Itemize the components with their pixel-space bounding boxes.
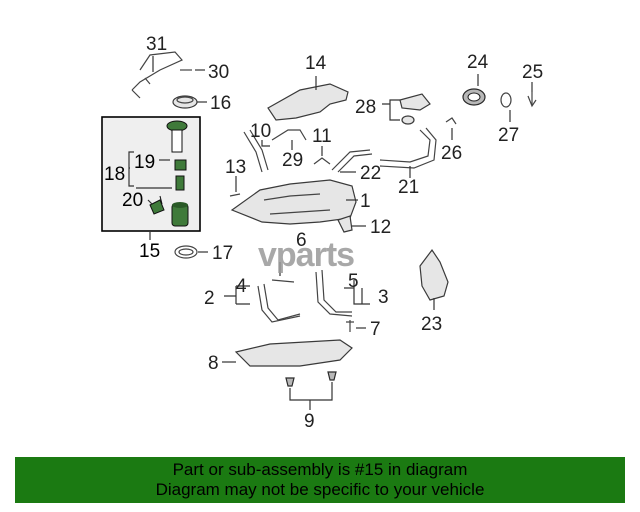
callout-1: 1	[360, 191, 371, 212]
callout-6: 6	[296, 230, 307, 251]
fuel-pump-assembly-drawing	[149, 120, 189, 227]
callout-8: 8	[208, 353, 219, 374]
part-27-drawing	[500, 92, 512, 122]
callout-3: 3	[378, 287, 389, 308]
callout-24: 24	[467, 52, 489, 73]
callout-18: 18	[104, 164, 125, 185]
part-8-drawing	[222, 339, 353, 367]
callout-17: 17	[212, 243, 233, 264]
part-13-drawing	[229, 129, 269, 197]
part-25-drawing	[527, 82, 537, 108]
part-5-3-strap-drawing	[315, 269, 370, 317]
callout-29: 29	[282, 150, 303, 171]
callout-27: 27	[498, 125, 519, 146]
part-23-drawing	[419, 248, 449, 310]
callout-23: 23	[421, 314, 442, 335]
callout-labels: 31 30 16 14 10 11 29 13 22 1 12 28 24 25…	[104, 34, 543, 432]
callout-5: 5	[348, 271, 359, 292]
callout-31: 31	[146, 34, 167, 55]
callout-10: 10	[250, 121, 271, 142]
callout-26: 26	[441, 143, 462, 164]
footer-banner: Part or sub-assembly is #15 in diagram D…	[15, 457, 625, 503]
part-31-drawing	[131, 51, 183, 99]
part-9-drawing	[285, 371, 337, 410]
part-16-drawing	[172, 95, 207, 109]
part-21-drawing	[379, 127, 437, 178]
callout-19: 19	[134, 152, 155, 173]
callout-4: 4	[236, 276, 247, 297]
footer-line-2: Diagram may not be specific to your vehi…	[155, 480, 485, 499]
part-26-drawing	[445, 117, 457, 140]
callout-9: 9	[304, 411, 315, 432]
callout-20: 20	[122, 190, 143, 211]
callout-14: 14	[305, 53, 327, 74]
part-11-drawing	[313, 146, 331, 165]
part-22-drawing	[331, 149, 373, 173]
part-12-drawing	[337, 215, 366, 233]
vparts-watermark: vparts	[258, 236, 355, 274]
callout-13: 13	[225, 157, 246, 178]
part-6-drawing	[271, 262, 295, 283]
part-7-drawing	[346, 320, 366, 332]
callout-25: 25	[522, 62, 543, 83]
callout-22: 22	[360, 163, 381, 184]
callout-30: 30	[208, 62, 229, 83]
callout-7: 7	[370, 319, 381, 340]
callout-12: 12	[370, 217, 391, 238]
part-4-2-strap-drawing	[224, 283, 301, 323]
part-28-drawing	[382, 93, 431, 125]
callout-11: 11	[312, 126, 332, 147]
callout-28: 28	[355, 97, 376, 118]
part-14-drawing	[267, 76, 349, 121]
callout-16: 16	[210, 93, 231, 114]
callout-2: 2	[204, 288, 215, 309]
leader-18	[128, 151, 134, 187]
callout-21: 21	[398, 177, 419, 198]
parts-diagram: 31 30 16 14 10 11 29 13 22 1 12 28 24 25…	[101, 34, 543, 432]
part-10-29-drawing	[261, 129, 307, 150]
part-17-drawing	[174, 245, 208, 259]
part-24-drawing	[462, 74, 486, 106]
footer-line-1: Part or sub-assembly is #15 in diagram	[172, 460, 468, 479]
callout-15: 15	[139, 241, 160, 262]
part-1-fuel-tank-drawing	[230, 179, 358, 225]
